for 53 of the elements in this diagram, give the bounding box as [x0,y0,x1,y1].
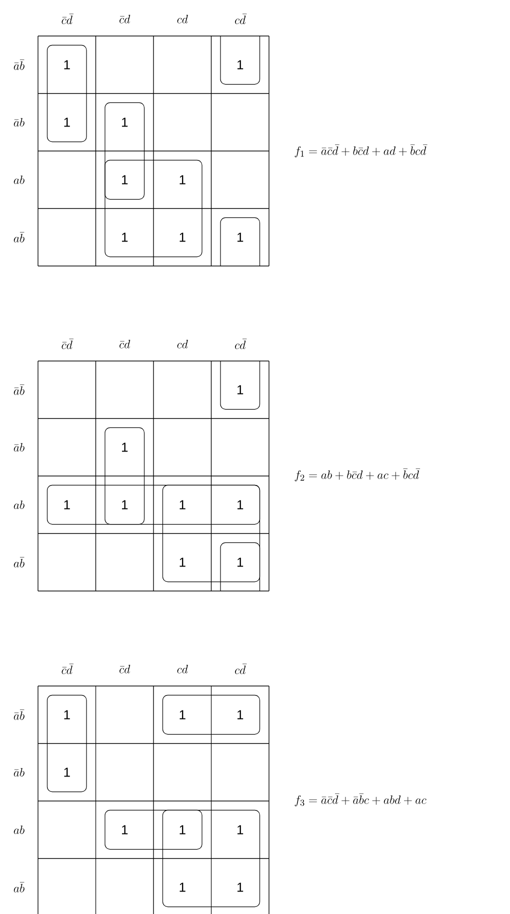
cell-value: 1 [238,60,244,70]
boolean-expression: $f_3 = \bar{a}\bar{c}\bar{d} + \bar{a}\bar{b}c + abd + ac$ [294,794,426,806]
cell-value: 1 [64,710,70,720]
cell-value: 1 [180,500,186,510]
cell-value: 1 [238,710,244,720]
cell-value: 1 [122,500,128,510]
cell-value: 1 [122,175,128,184]
boolean-expression: $f_2 = ab + b\bar{c}d + ac + \bar{b}c\bar{d}$ [294,468,420,482]
column-header: $\bar{c}d$ [120,340,130,348]
column-header: $c\bar{d}$ [235,14,247,24]
row-header: $\bar{a}b$ [14,118,24,127]
row-header: $a\bar{b}$ [14,882,24,892]
cell-value: 1 [238,882,244,892]
column-header: $\bar{c}\bar{d}$ [62,664,74,674]
column-header: $\bar{c}d$ [120,664,130,674]
column-header: $\bar{c}\bar{d}$ [62,14,74,24]
row-header: $a\bar{b}$ [14,232,24,242]
boolean-expression: $f_1 = \bar{a}\bar{c}\bar{d} + b\bar{c}d + ad + \bar{b}c\bar{d}$ [294,144,428,158]
row-header: $ab$ [14,176,24,184]
cell-value: 1 [238,825,244,834]
row-header: $ab$ [14,826,24,834]
cell-value: 1 [64,768,70,777]
cell-value: 1 [64,60,70,70]
cell-value: 1 [180,175,186,184]
row-header: $a\bar{b}$ [14,557,24,568]
cell-value: 1 [122,825,128,834]
row-header: $\bar{a}b$ [14,768,24,777]
row-header: $\bar{a}\bar{b}$ [14,60,24,70]
cell-value: 1 [180,558,186,567]
column-header: $c\bar{d}$ [235,338,247,350]
column-header: $cd$ [177,14,188,24]
column-header: $c\bar{d}$ [235,664,247,674]
row-header: $\bar{a}\bar{b}$ [14,384,24,395]
column-header: $\bar{c}\bar{d}$ [62,338,74,350]
cell-value: 1 [180,232,186,242]
cell-value: 1 [238,232,244,242]
cell-value: 1 [238,500,244,510]
cell-value: 1 [180,825,186,834]
cell-value: 1 [238,385,244,394]
cell-value: 1 [122,442,128,452]
column-header: $cd$ [177,664,188,674]
row-header: $ab$ [14,500,24,510]
cell-value: 1 [180,710,186,720]
cell-value: 1 [180,882,186,892]
column-header: $\bar{c}d$ [120,14,130,24]
cell-value: 1 [122,232,128,242]
row-header: $\bar{a}b$ [14,443,24,452]
cell-value: 1 [238,558,244,567]
cell-value: 1 [64,500,70,510]
row-header: $\bar{a}\bar{b}$ [14,710,24,720]
column-header: $cd$ [177,340,188,348]
cell-value: 1 [64,118,70,127]
cell-value: 1 [122,118,128,127]
